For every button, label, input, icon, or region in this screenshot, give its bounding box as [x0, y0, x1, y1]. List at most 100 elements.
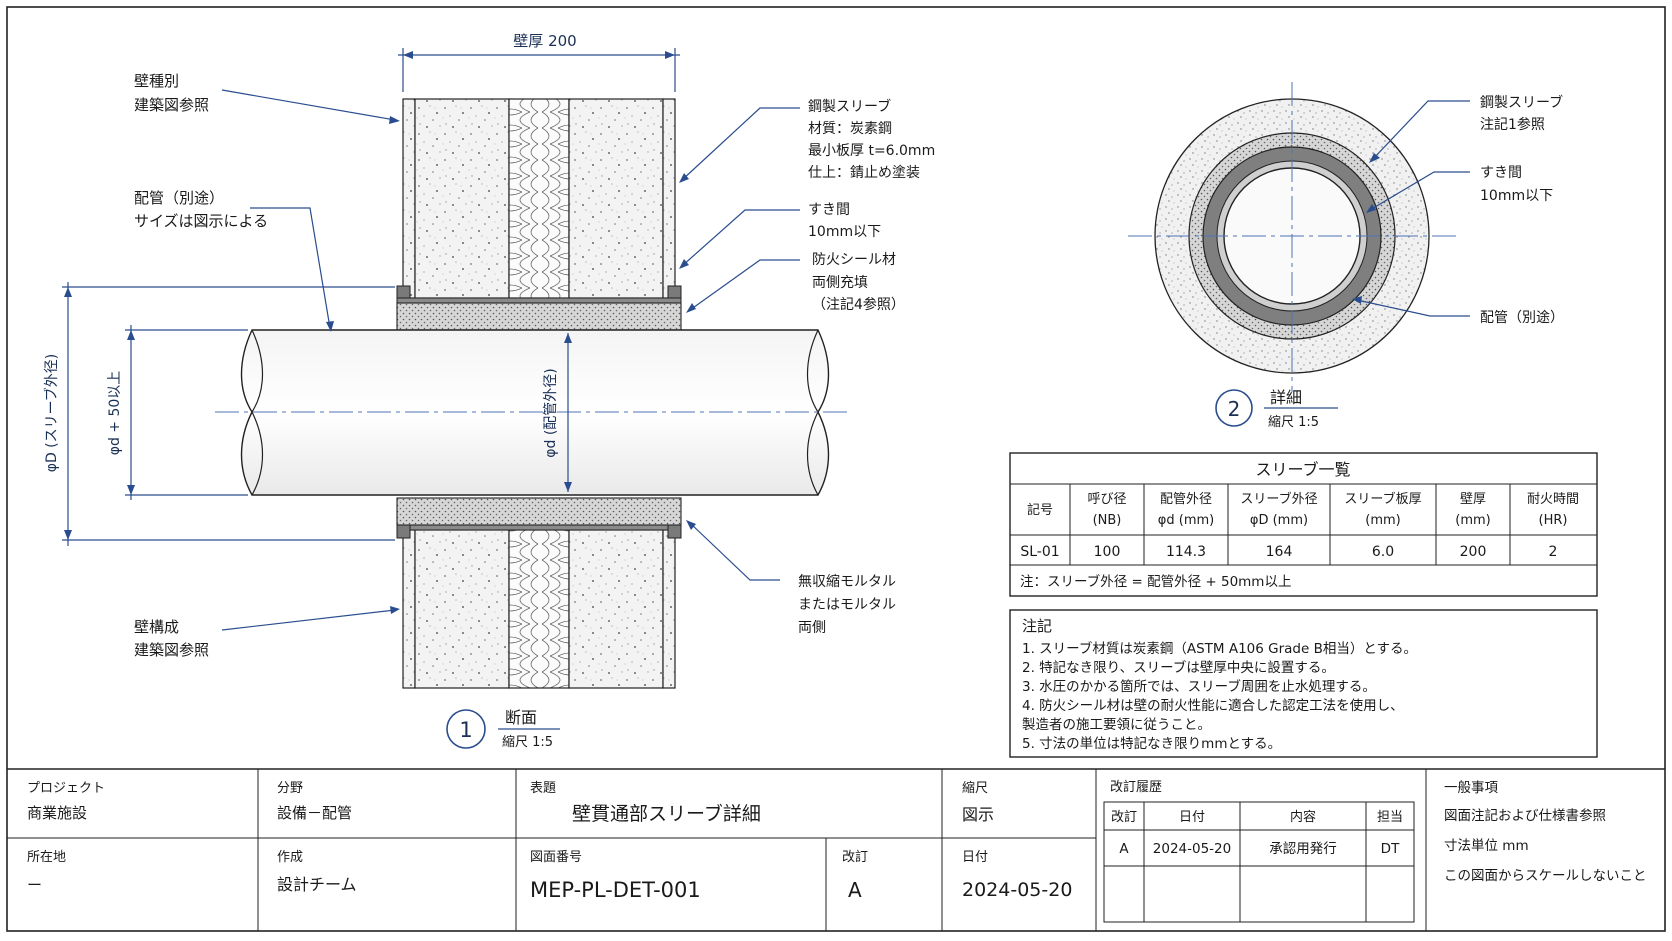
label-gap: すき間 10mm以下: [808, 202, 881, 240]
wall-lower-right-concrete: [568, 529, 664, 689]
notes-list: 1. スリーブ材質は炭素鋼（ASTM A106 Grade B相当）とする。 2…: [1022, 640, 1421, 752]
schedule-header-cell: 配管外径: [1160, 492, 1212, 507]
wall-upper-right-finish: [662, 98, 676, 299]
sleeve-schedule: スリーブ一覧 記号 呼び径 (NB) 配管外径 φd (mm) スリーブ外径 φD (mm)…: [1009, 452, 1598, 597]
pipe-end-left: [251, 329, 264, 496]
label-steel-sleeve: 鋼製スリーブ 材質：炭素鋼 最小板厚 t=6.0mm 仕上：錆止め塗装: [808, 98, 940, 181]
wall-lower-left-concrete: [414, 529, 510, 689]
tb-drawing-no-label: 図面番号: [530, 850, 582, 865]
schedule-header-cell: (mm): [1365, 513, 1400, 528]
tb-location-label: 所在地: [27, 850, 66, 865]
schedule-header-cell: φD (mm): [1250, 513, 1308, 528]
view-title-1: 断面: [505, 708, 537, 727]
wall-upper-insulation: [508, 98, 570, 299]
rev-history-title: 改訂履歴: [1110, 779, 1162, 795]
detail-view: 鋼製スリーブ 注記1参照 すき間 10mm以下 配管（別途） 2 詳細 縮尺 1…: [1128, 82, 1568, 430]
schedule-cell: 6.0: [1372, 544, 1394, 560]
fire-seal-bottom-right: [667, 524, 682, 539]
label-fire-seal: 防火シール材 両側充填 （注記4参照）: [812, 252, 905, 313]
sleeve-wall-top: [396, 297, 682, 304]
schedule-header-cell: 耐火時間: [1527, 492, 1579, 507]
rev-history-header-cell: 内容: [1290, 809, 1316, 825]
mortar-top: [396, 302, 682, 331]
view-title-2: 詳細: [1270, 388, 1302, 407]
wall-lower-left-finish: [402, 529, 416, 689]
rev-history-cell: A: [1119, 841, 1129, 857]
notes-title: 注記: [1022, 617, 1052, 635]
schedule-header-cell: φd (mm): [1158, 513, 1214, 528]
tb-rev-label: 改訂: [842, 849, 868, 865]
tb-project-label: プロジェクト: [27, 781, 105, 796]
sheet-border: [6, 6, 1666, 932]
schedule-header-cell: スリーブ板厚: [1344, 491, 1421, 507]
schedule-header-cell: (HR): [1539, 513, 1568, 528]
label-wall-type: 壁種別 建築図参照: [134, 72, 209, 114]
section-view: 壁厚 200 φD (スリーブ外径) φd + 50以上 φd (配管外径): [43, 32, 940, 750]
wall-lower-right-finish: [662, 529, 676, 689]
detail-label-pipe: 配管（別途）: [1480, 309, 1564, 326]
mortar-bottom: [396, 497, 682, 526]
tb-rev: A: [848, 878, 862, 902]
view-bubble-1: [446, 709, 486, 749]
sleeve-wall-bottom: [396, 524, 682, 531]
schedule-title: スリーブ一覧: [1255, 460, 1350, 479]
tb-author: 設計チーム: [277, 875, 357, 894]
schedule-header-cell: (mm): [1455, 513, 1490, 528]
wall-lower-insulation: [508, 529, 570, 689]
view-scale-2: 縮尺 1:5: [1268, 414, 1319, 430]
dim-pipe-od: φd (配管外径): [543, 368, 559, 458]
tb-date-label: 日付: [962, 850, 988, 865]
dim-sleeve-od: φD (スリーブ外径): [43, 354, 60, 473]
rev-history-header: 改訂日付内容担当: [1111, 809, 1403, 825]
schedule-footnote: 注：スリーブ外径 = 配管外径 + 50mm以上: [1020, 573, 1291, 590]
detail-label-gap: すき間 10mm以下: [1480, 165, 1553, 204]
tb-project: 商業施設: [27, 804, 87, 822]
general-title: 一般事項: [1444, 780, 1498, 796]
general-items: 図面注記および仕様書参照 寸法単位 mm この図面からスケールしないこと: [1444, 807, 1647, 884]
label-wall-composition: 壁構成 建築図参照: [134, 618, 209, 659]
schedule-cell: 114.3: [1166, 544, 1206, 560]
tb-date: 2024-05-20: [962, 879, 1072, 901]
tb-field-label: 分野: [277, 781, 303, 796]
fire-seal-top-right: [667, 285, 682, 299]
wall-upper-left-finish: [402, 98, 416, 299]
label-mortar: 無収縮モルタル またはモルタル 両側: [798, 574, 900, 636]
schedule-header-row: 記号 呼び径 (NB) 配管外径 φd (mm) スリーブ外径 φD (mm) スリーブ板厚 (…: [1027, 491, 1579, 528]
detail-label-sleeve: 鋼製スリーブ 注記1参照: [1480, 94, 1568, 133]
schedule-header-cell: (NB): [1093, 513, 1122, 528]
schedule-header-cell: 呼び径: [1087, 492, 1126, 507]
schedule-header-cell: スリーブ外径: [1240, 491, 1317, 507]
schedule-cell: 164: [1266, 544, 1293, 560]
fire-seal-bottom-left: [396, 524, 411, 539]
schedule-header-cell: 記号: [1027, 502, 1053, 518]
tb-drawing-no: MEP-PL-DET-001: [530, 878, 701, 902]
rev-history-cell: 2024-05-20: [1153, 841, 1231, 857]
tb-author-label: 作成: [277, 850, 303, 865]
schedule-cell: 2: [1549, 544, 1558, 560]
wall-upper-left-concrete: [414, 98, 510, 299]
view-number-2: 2: [1228, 397, 1241, 421]
tb-scale-label: 縮尺: [962, 780, 988, 796]
rev-history-cell: DT: [1381, 841, 1400, 857]
label-pipe: 配管（別途） サイズは図示による: [134, 189, 268, 230]
dim-wall-thickness: 壁厚 200: [513, 32, 576, 50]
title-block: プロジェクト 商業施設 分野 設備－配管 表題 壁貫通部スリーブ詳細 縮尺 図示…: [7, 768, 1665, 931]
schedule-header-cell: 壁厚: [1460, 492, 1486, 507]
general-notes: 注記 1. スリーブ材質は炭素鋼（ASTM A106 Grade B相当）とする…: [1009, 609, 1598, 758]
rev-history-header-cell: 改訂: [1111, 809, 1137, 825]
schedule-cell: 200: [1460, 544, 1487, 560]
view-scale-1: 縮尺 1:5: [502, 734, 553, 750]
schedule-cell: SL-01: [1020, 544, 1059, 560]
view-number-1: 1: [459, 718, 472, 742]
tb-title: 壁貫通部スリーブ詳細: [572, 802, 761, 825]
view-bubble-2: [1215, 389, 1253, 427]
wall-upper-right-concrete: [568, 98, 664, 299]
rev-history-header-cell: 日付: [1179, 810, 1205, 825]
tb-field: 設備－配管: [277, 804, 352, 822]
fire-seal-top-left: [396, 285, 411, 299]
tb-scale: 図示: [962, 805, 994, 824]
tb-title-label: 表題: [530, 781, 556, 796]
schedule-cell: 100: [1094, 544, 1121, 560]
